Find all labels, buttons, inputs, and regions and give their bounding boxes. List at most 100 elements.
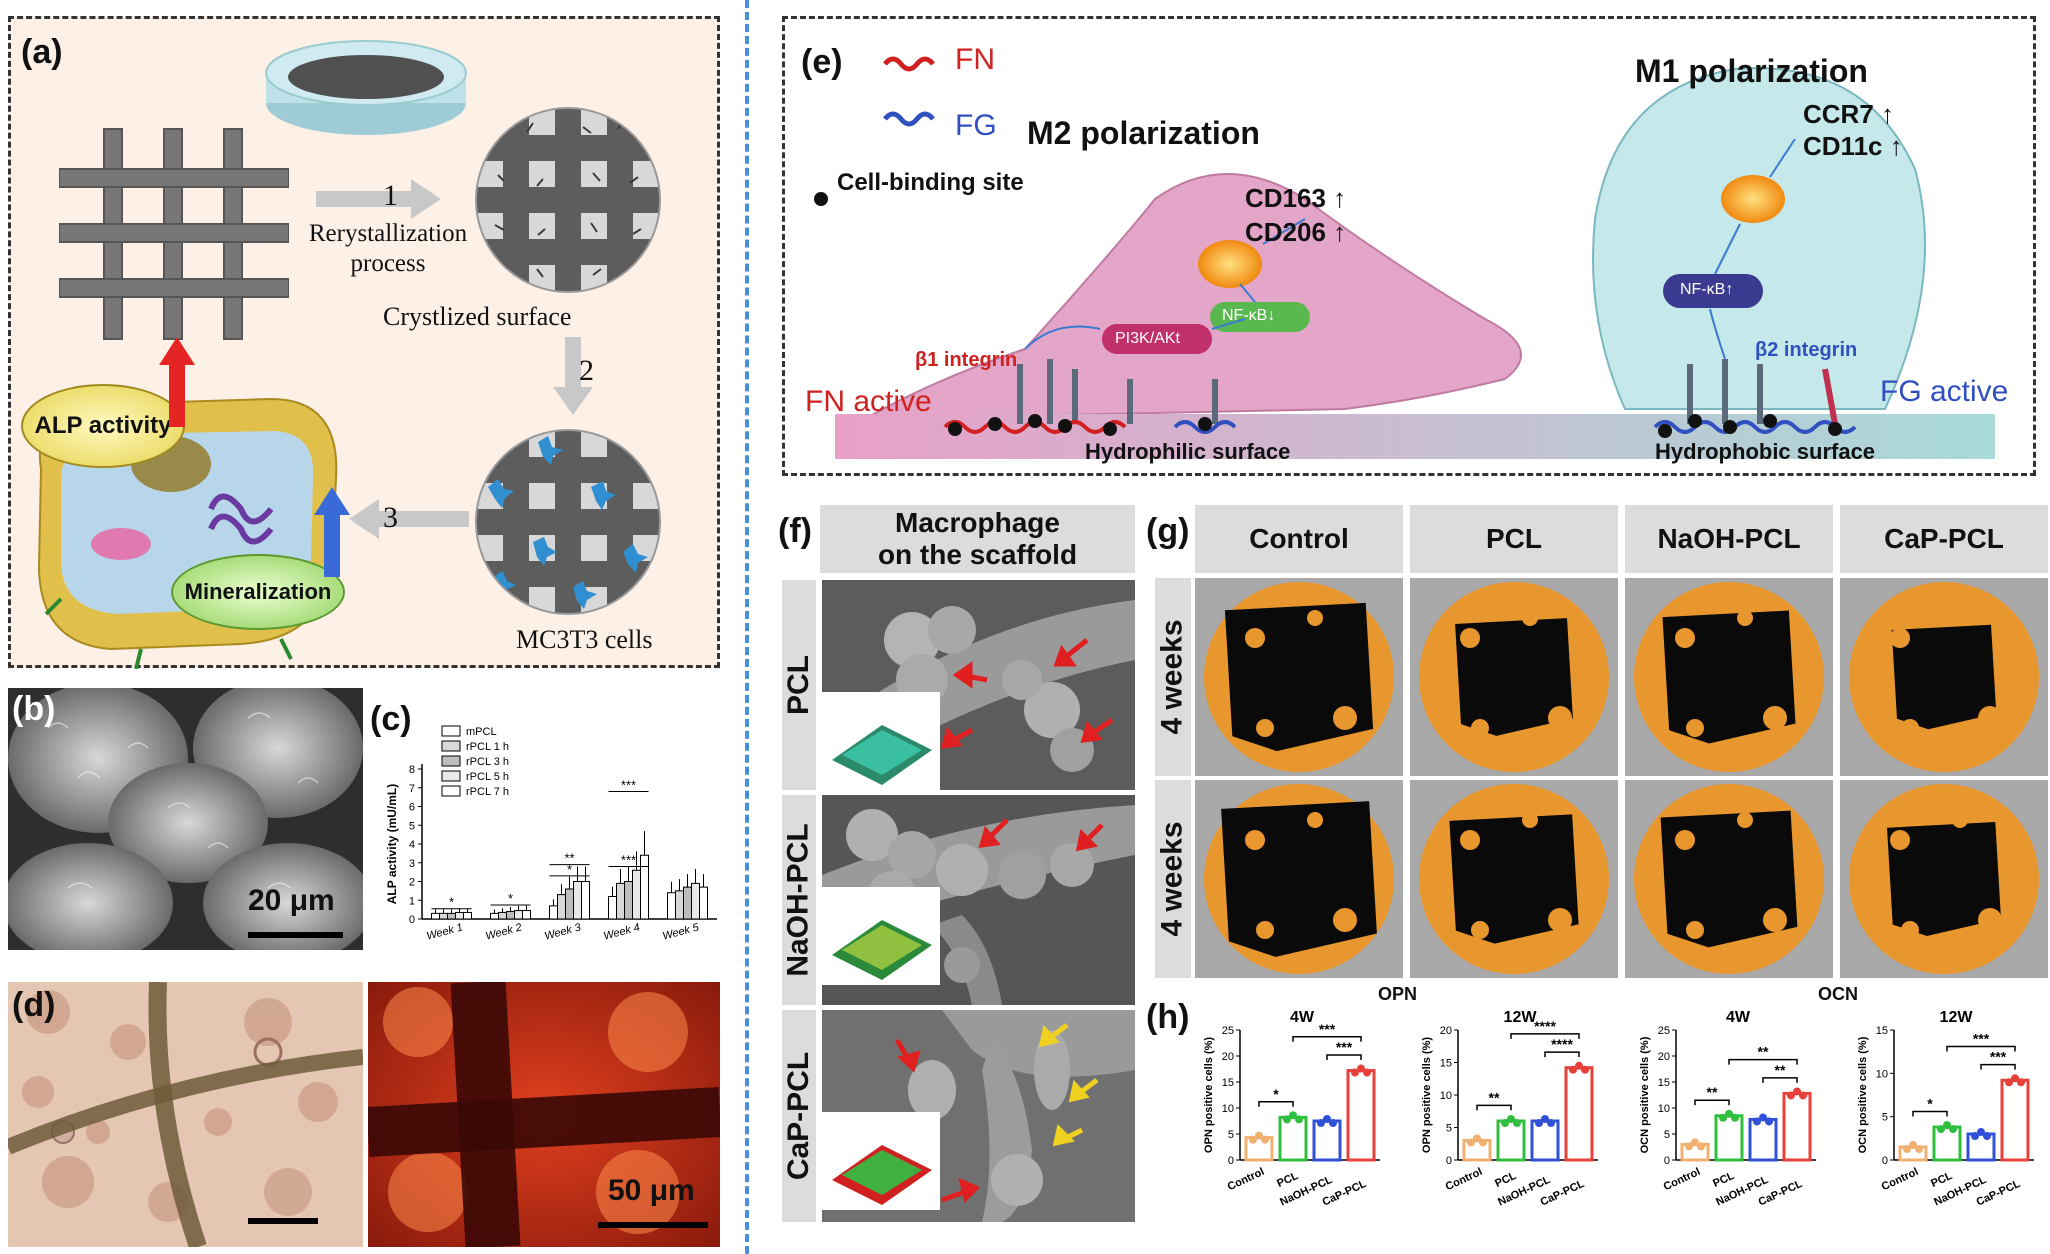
data-point (1255, 1131, 1263, 1140)
data-point (1501, 1119, 1509, 1127)
y-tick-label: 1 (409, 895, 415, 907)
y-tick-label: 25 (1222, 1025, 1234, 1037)
bar (683, 886, 692, 920)
orange-spot (1471, 921, 1489, 939)
significance-bracket (1510, 1033, 1580, 1039)
data-point (1765, 1117, 1773, 1126)
bar (1346, 1069, 1376, 1162)
crystallized-scaffold (475, 107, 661, 293)
y-tick-label: 15 (1658, 1077, 1670, 1089)
data-point (1977, 1128, 1985, 1136)
bar (1932, 1125, 1962, 1162)
data-point (1581, 1065, 1589, 1074)
significance-bracket (1980, 1063, 2016, 1070)
data-point (1513, 1119, 1521, 1127)
bar (616, 882, 625, 920)
bar (506, 911, 515, 920)
data-point (1971, 1132, 1979, 1140)
sem-image-pcl (822, 580, 1135, 790)
panel-h-label: (h) (1146, 998, 1190, 1036)
panel-a-frame: 1 Rerystallization process Crystlized su… (8, 16, 720, 669)
black-region (1455, 618, 1573, 736)
significance-marker: * (1927, 1095, 1933, 1111)
data-point (1759, 1113, 1767, 1122)
significance-bracket (1476, 1104, 1512, 1111)
data-point (1295, 1115, 1303, 1124)
data-point (1479, 1138, 1487, 1147)
y-tick-label: 0 (409, 914, 415, 926)
legend-label: rPCL 5 h (466, 771, 509, 783)
data-point (1507, 1115, 1515, 1123)
panel-a-label: (a) (21, 33, 63, 71)
significance-marker: ** (1775, 1062, 1786, 1078)
micro-ct-image (1840, 578, 2048, 776)
bar (1748, 1117, 1778, 1162)
nfkb-up-label: NF-κB↑ (1680, 281, 1734, 298)
cells-on-scaffold (475, 429, 661, 615)
orange-spot (1737, 812, 1753, 828)
y-tick-label: 7 (409, 783, 415, 795)
data-point (1317, 1119, 1325, 1127)
bar (632, 869, 641, 920)
scaffold-grid (59, 128, 289, 340)
bar (463, 911, 472, 920)
y-axis-label: OCN positive cells (%) (1639, 1036, 1651, 1153)
x-tick-label: Week 4 (602, 922, 641, 943)
marker-cd206: CD206 ↑ (1245, 217, 1347, 247)
bar (640, 854, 649, 920)
significance-marker: ** (1707, 1084, 1718, 1100)
mineralization-badge: Mineralization (171, 554, 345, 630)
bar (455, 911, 464, 920)
beta2-integrin-label: β2 integrin (1755, 339, 1858, 361)
orange-spot (1737, 610, 1753, 626)
arrow-3 (349, 499, 469, 539)
legend-fn: FN (955, 43, 995, 76)
data-point (1535, 1119, 1543, 1127)
y-tick-label: 0 (1446, 1155, 1452, 1167)
sem-image-cap-pcl (822, 1010, 1135, 1222)
legend-cell-binding-site: Cell-binding site (837, 169, 1024, 196)
black-region (1449, 814, 1579, 944)
y-axis-label: OPN positive cells (%) (1421, 1037, 1433, 1153)
significance-bracket (1544, 1051, 1580, 1058)
panel-d-brightfield-image: (d) (8, 982, 363, 1247)
significance-bracket (1258, 1101, 1294, 1107)
y-tick-label: 5 (1664, 1129, 1670, 1141)
data-point (1943, 1121, 1951, 1130)
data-point (2017, 1078, 2025, 1087)
bar (624, 881, 633, 920)
y-tick-label: 5 (1228, 1129, 1234, 1141)
orange-spot (1256, 719, 1274, 737)
panel-e-label: (e) (801, 43, 843, 81)
data-point (1719, 1113, 1727, 1122)
orange-spot (1763, 706, 1787, 730)
orange-spot (1333, 908, 1357, 932)
m1-polarization-title: M1 polarization (1635, 53, 1868, 89)
orange-spot (1952, 812, 1968, 828)
micro-ct-image (1410, 578, 1618, 776)
orange-spot (1245, 830, 1265, 850)
data-point (1731, 1113, 1739, 1122)
step-1-label: 1 (383, 179, 398, 212)
step-1-text: Rerystallization process (308, 220, 468, 277)
marker-cd163: CD163 ↑ (1245, 183, 1347, 213)
step-2-label: 2 (579, 354, 594, 387)
data-point (1473, 1134, 1481, 1143)
bar (1564, 1066, 1594, 1162)
orange-spot (1675, 628, 1695, 648)
data-point (1691, 1138, 1699, 1147)
row-header-4-weeks-2: 4 weeks (1155, 780, 1191, 978)
data-point (1903, 1145, 1911, 1153)
y-tick-label: 15 (1440, 1058, 1452, 1070)
data-point (2005, 1078, 2013, 1087)
data-point (1547, 1119, 1555, 1127)
orange-spot (1978, 908, 2002, 932)
x-tick-label: Control (1880, 1166, 1921, 1193)
data-point (1351, 1068, 1359, 1077)
marker-cd11c: CD11c ↑ (1803, 131, 1903, 161)
row-label-cap-pcl: CaP-PCL (782, 1010, 816, 1222)
y-tick-label: 0 (1664, 1155, 1670, 1167)
bar (691, 882, 700, 920)
